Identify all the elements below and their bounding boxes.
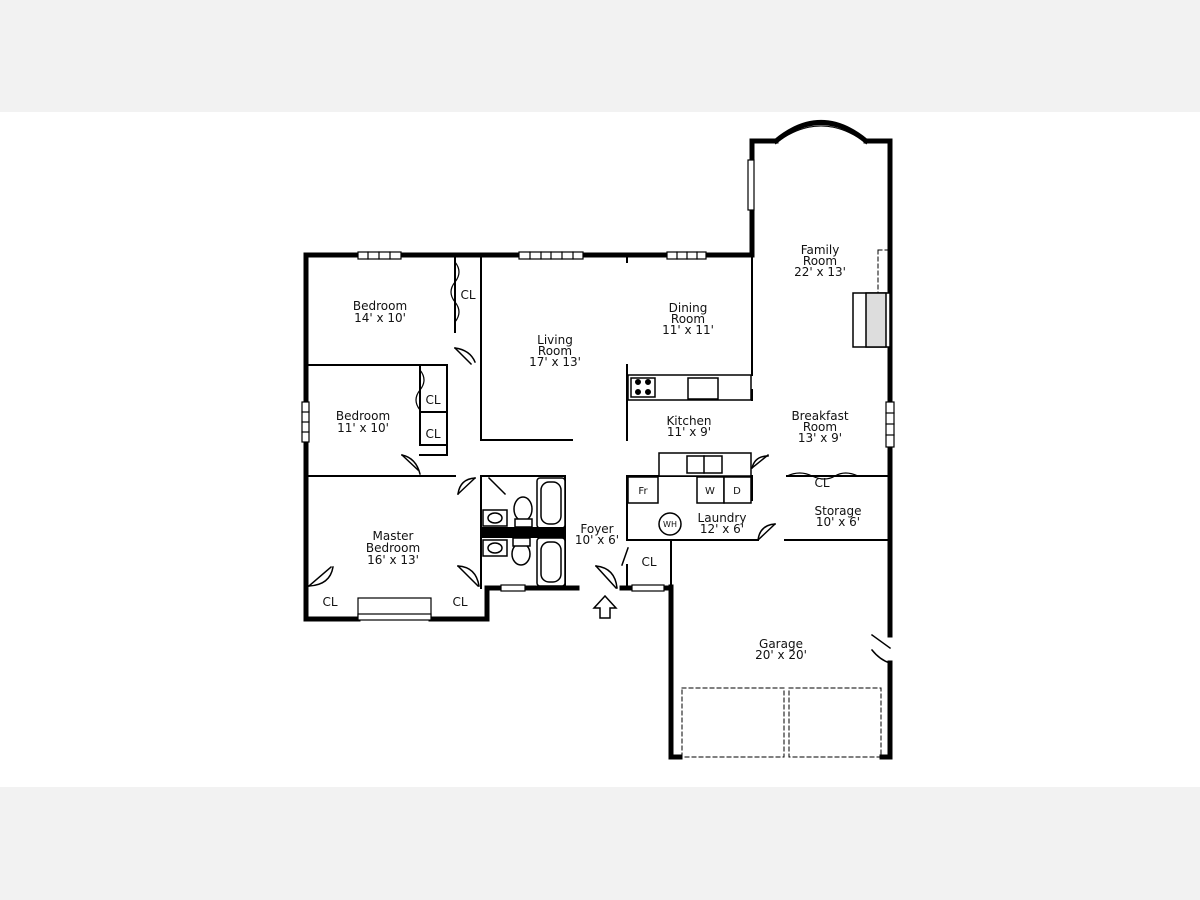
dining-room-name-1: Dining bbox=[669, 301, 708, 315]
bath-fixtures bbox=[482, 477, 566, 587]
room-labels: Bedroom 14' x 10' Bedroom 11' x 10' Mast… bbox=[336, 243, 862, 662]
closet-label: CL bbox=[641, 555, 656, 569]
entry-arrow bbox=[592, 594, 618, 619]
fridge-label: Fr bbox=[638, 486, 648, 497]
master-bedroom-dims: 16' x 13' bbox=[367, 553, 419, 567]
closet-label: CL bbox=[425, 393, 440, 407]
breakfast-room-name-1: Breakfast bbox=[791, 409, 848, 423]
laundry-dims: 12' x 6' bbox=[700, 522, 744, 536]
fireplace bbox=[852, 292, 891, 348]
bedroom-2-name: Bedroom bbox=[336, 409, 390, 423]
bay-window-inner bbox=[779, 125, 863, 141]
bedroom-2-dims: 11' x 10' bbox=[337, 421, 389, 435]
water-heater-label: WH bbox=[663, 520, 677, 529]
bay-window bbox=[772, 120, 870, 145]
master-bedroom-name-2: Bedroom bbox=[366, 541, 420, 555]
floor-plan-area: Bedroom 14' x 10' Bedroom 11' x 10' Mast… bbox=[0, 112, 1200, 787]
breakfast-room-name-2: Room bbox=[803, 420, 837, 434]
garage-doors bbox=[681, 687, 882, 758]
bedroom-1-dims: 14' x 10' bbox=[354, 311, 406, 325]
closet-label: CL bbox=[460, 288, 475, 302]
closet-labels: CL CL CL CL CL CL CL bbox=[322, 288, 829, 609]
exterior-walls bbox=[303, 138, 893, 760]
foyer-dims: 10' x 6' bbox=[575, 533, 619, 547]
closet-label: CL bbox=[814, 476, 829, 490]
foyer-name: Foyer bbox=[580, 522, 613, 536]
stove-burners bbox=[635, 379, 651, 395]
storage-name: Storage bbox=[815, 504, 862, 518]
kitchen-dims: 11' x 9' bbox=[667, 425, 711, 439]
living-room-name-2: Room bbox=[538, 344, 572, 358]
dining-room-name-2: Room bbox=[671, 312, 705, 326]
dryer-label: D bbox=[733, 486, 741, 497]
living-room-name-1: Living bbox=[537, 333, 573, 347]
storage-dims: 10' x 6' bbox=[816, 515, 860, 529]
garage-dims: 20' x 20' bbox=[755, 648, 807, 662]
closet-doors bbox=[415, 261, 859, 480]
garage-name: Garage bbox=[759, 637, 803, 651]
kitchen-name: Kitchen bbox=[666, 414, 711, 428]
bath-partition bbox=[481, 527, 565, 538]
family-room-name-2: Room bbox=[803, 254, 837, 268]
breakfast-room-dims: 13' x 9' bbox=[798, 431, 842, 445]
closet-label: CL bbox=[425, 427, 440, 441]
closet-label: CL bbox=[452, 595, 467, 609]
family-room-name-1: Family bbox=[801, 243, 840, 257]
washer-label: W bbox=[705, 486, 715, 497]
doors bbox=[307, 346, 892, 664]
floor-plan: Bedroom 14' x 10' Bedroom 11' x 10' Mast… bbox=[301, 120, 895, 760]
laundry-appliances bbox=[627, 476, 752, 536]
closet-label: CL bbox=[322, 595, 337, 609]
fixture-labels: Fr W D WH bbox=[638, 486, 741, 529]
master-bedroom-name-1: Master bbox=[373, 529, 414, 543]
dining-room-dims: 11' x 11' bbox=[662, 323, 714, 337]
living-room-dims: 17' x 13' bbox=[529, 355, 581, 369]
laundry-name: Laundry bbox=[698, 511, 747, 525]
family-room-dims: 22' x 13' bbox=[794, 265, 846, 279]
windows bbox=[301, 159, 895, 621]
bedroom-1-name: Bedroom bbox=[353, 299, 407, 313]
